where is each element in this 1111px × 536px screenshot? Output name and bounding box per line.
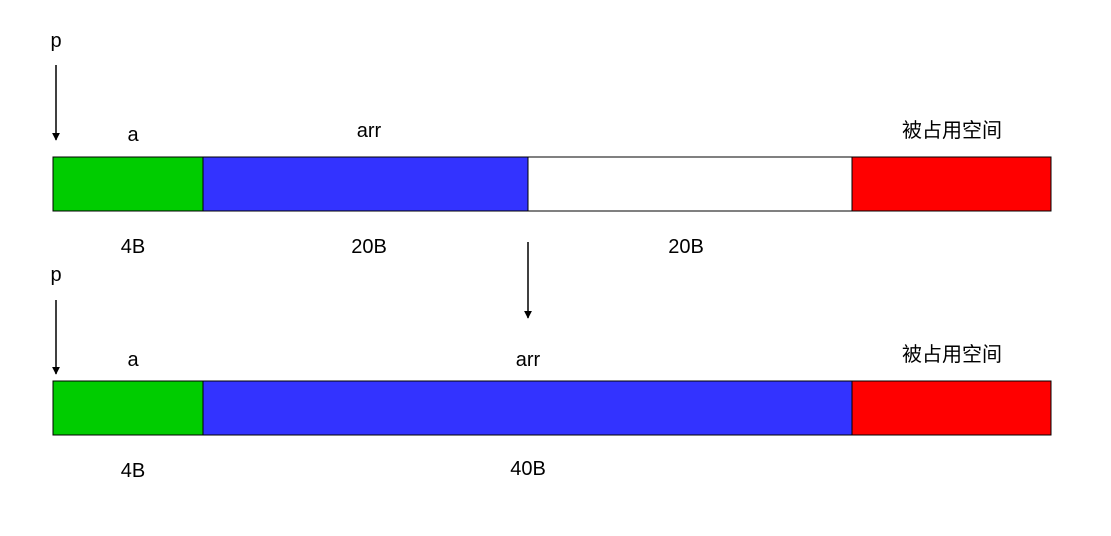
top-block-occupied [851,156,1052,212]
top-size-arr: 20B [351,236,387,258]
top-label-occupied: 被占用空间 [902,119,1002,142]
bottom-block-arr [202,380,853,436]
top-pointer-label: p [50,30,61,52]
bottom-block-occupied [851,380,1052,436]
bottom-block-a [52,380,204,436]
bottom-size-a: 4B [121,460,145,482]
bottom-memory-row: p a arr 被占用空间 4B 40B [50,264,1052,482]
top-block-free [527,156,853,212]
top-block-arr [202,156,529,212]
top-label-arr: arr [357,120,382,142]
top-block-a [52,156,204,212]
bottom-label-a: a [127,349,139,371]
top-memory-row: p a arr 被占用空间 4B 20B 20B [50,30,1052,258]
top-size-a: 4B [121,236,145,258]
bottom-pointer-label: p [50,264,61,286]
top-label-a: a [127,124,139,146]
bottom-size-arr: 40B [510,458,546,480]
bottom-label-arr: arr [516,349,541,371]
bottom-label-occupied: 被占用空间 [902,343,1002,366]
top-size-free: 20B [668,236,704,258]
